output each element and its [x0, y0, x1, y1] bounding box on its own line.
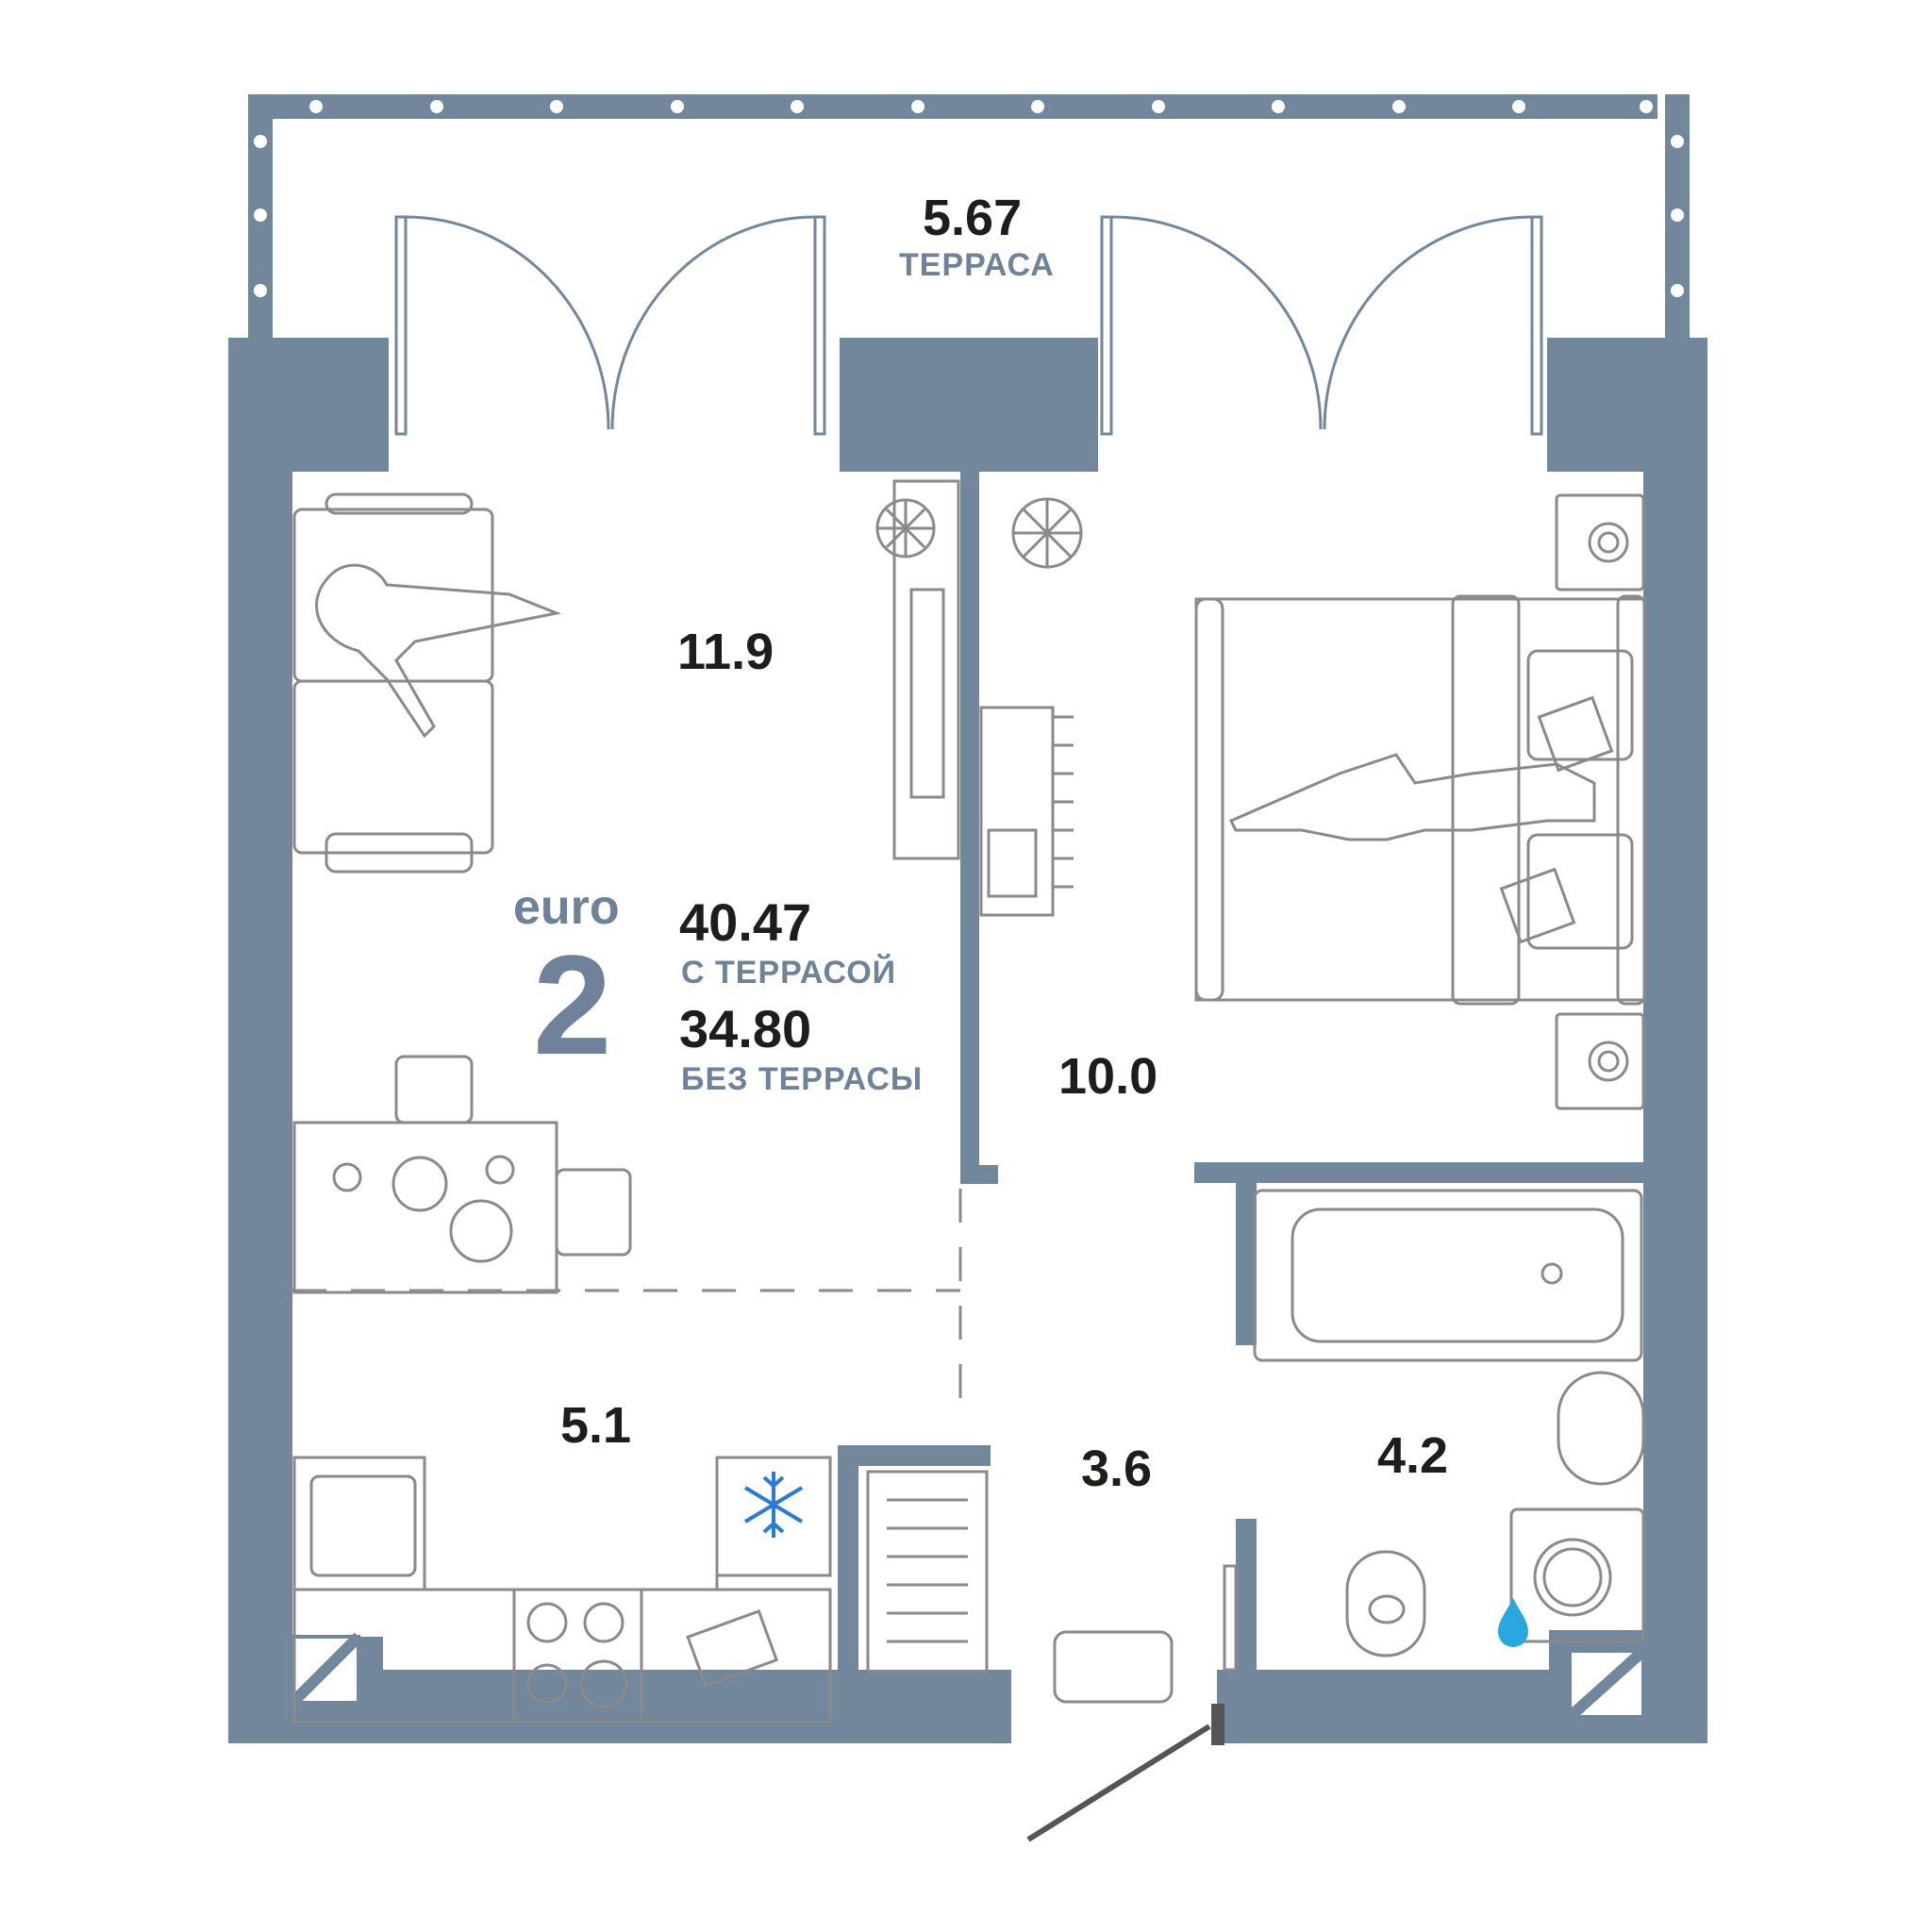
exterior-walls [228, 338, 1707, 1743]
interior-walls [838, 472, 1643, 1677]
shaft-left [288, 1632, 383, 1722]
bedroom-area: 10.0 [1058, 1048, 1158, 1105]
apartment-room-count: 2 [533, 925, 612, 1084]
label-without-terrace: БЕЗ ТЕРРАСЫ [681, 1061, 924, 1097]
entrance-door [1026, 1704, 1224, 1842]
label-with-terrace: С ТЕРРАСОЙ [681, 955, 897, 991]
kitchen-area: 5.1 [560, 1397, 632, 1454]
terrace-name: ТЕРРАСА [899, 247, 1055, 283]
bathroom-area: 4.2 [1377, 1427, 1449, 1484]
water-drop-icon [1498, 1598, 1528, 1647]
apartment-type-prefix: euro [513, 880, 620, 935]
furniture [292, 479, 1646, 1724]
hall-area: 3.6 [1081, 1441, 1153, 1497]
area-without-terrace: 34.80 [679, 999, 812, 1058]
terrace-railing [248, 94, 1690, 344]
zone-dividers [292, 1189, 962, 1420]
snowflake-icon [743, 1472, 804, 1538]
terrace-doors [394, 215, 1543, 436]
living-room-area: 11.9 [677, 624, 774, 680]
area-with-terrace: 40.47 [679, 892, 812, 952]
terrace-area: 5.67 [923, 190, 1023, 246]
shaft-right [1565, 1646, 1648, 1722]
